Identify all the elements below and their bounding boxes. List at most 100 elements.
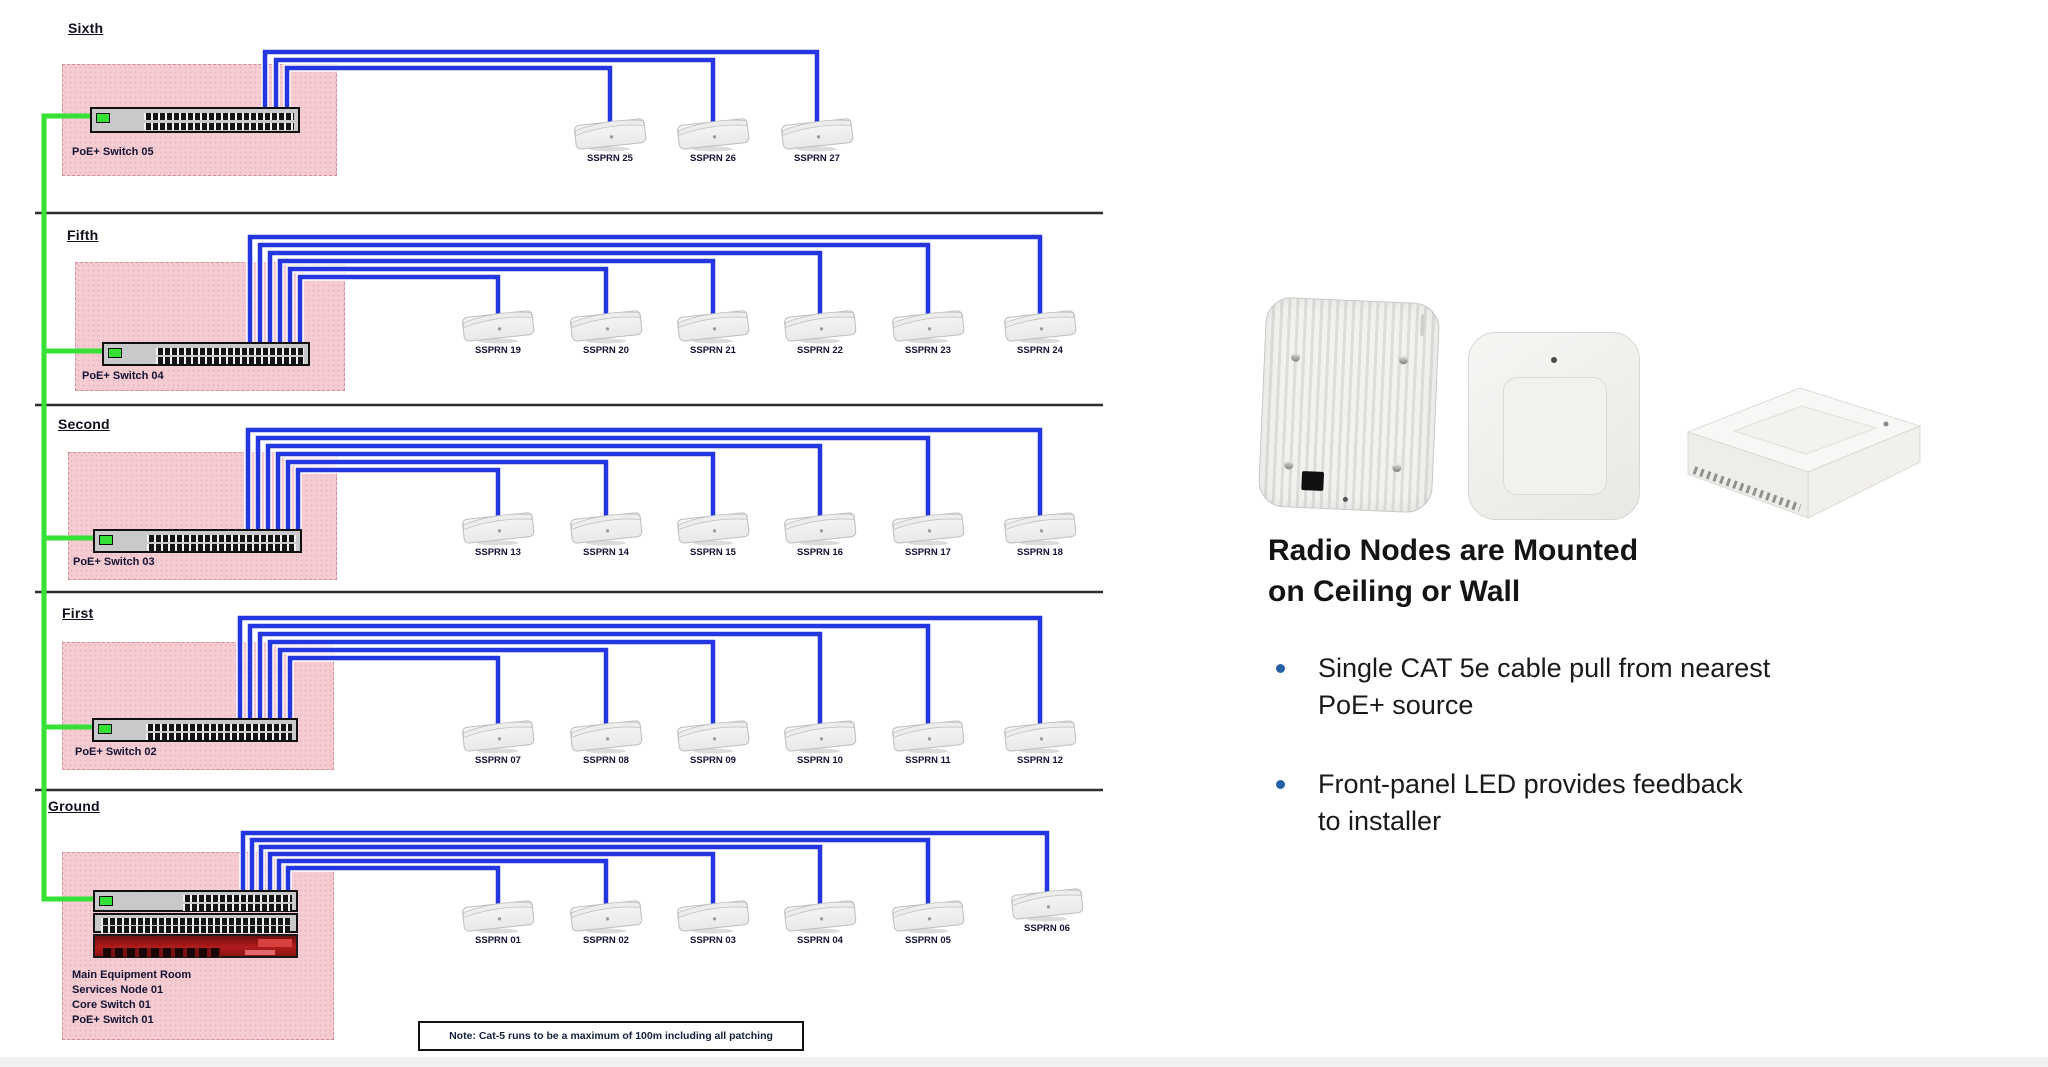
radio-node-icon: [673, 304, 753, 344]
radio-node-label: SSPRN 27: [794, 153, 840, 164]
radio-node-label: SSPRN 07: [475, 755, 521, 766]
radio-node: SSPRN 21: [673, 304, 753, 356]
green-uplink-port: [96, 113, 110, 123]
radio-node-label: SSPRN 04: [797, 935, 843, 946]
radio-node-icon: [673, 894, 753, 934]
radio-node-label: SSPRN 11: [905, 755, 951, 766]
radio-node-label: SSPRN 14: [583, 547, 629, 558]
product-photo-radio-node-perspective: [1686, 387, 1922, 519]
radio-node-icon: [1000, 506, 1080, 546]
radio-node-label: SSPRN 15: [690, 547, 736, 558]
green-uplink-port: [99, 896, 113, 906]
radio-node: SSPRN 17: [888, 506, 968, 558]
radio-node-label: SSPRN 19: [475, 345, 521, 356]
green-uplink-port: [99, 535, 113, 545]
note-text: Note: Cat-5 runs to be a maximum of 100m…: [449, 1030, 773, 1042]
floor-title-first: First: [62, 605, 94, 621]
radio-node-label: SSPRN 01: [475, 935, 521, 946]
radio-node: SSPRN 26: [673, 112, 753, 164]
radio-node-icon: [780, 304, 860, 344]
radio-node-label: SSPRN 12: [1017, 755, 1063, 766]
radio-node-label: SSPRN 06: [1024, 923, 1070, 934]
bullet-text: Single CAT 5e cable pull from nearest Po…: [1318, 653, 1771, 720]
radio-node-icon: [780, 714, 860, 754]
radio-node-label: SSPRN 02: [583, 935, 629, 946]
radio-node: SSPRN 08: [566, 714, 646, 766]
switch-label: PoE+ Switch 05: [72, 146, 154, 158]
poe-switch-04: [102, 342, 310, 366]
radio-node-label: SSPRN 08: [583, 755, 629, 766]
radio-node: SSPRN 22: [780, 304, 860, 356]
radio-node-icon: [780, 506, 860, 546]
switch-label: PoE+ Switch 04: [82, 370, 164, 382]
led-dot: [1342, 496, 1348, 503]
ethernet-port: [1301, 471, 1325, 491]
led-dot: [1883, 421, 1889, 427]
radio-node-icon: [566, 506, 646, 546]
radio-node-icon: [458, 714, 538, 754]
radio-node-icon: [673, 714, 753, 754]
poe-switch-01: [93, 890, 298, 912]
slide-edge: [0, 1057, 2048, 1067]
radio-node: SSPRN 13: [458, 506, 538, 558]
product-photo-radio-node-front: [1468, 332, 1640, 520]
switch-label: PoE+ Switch 03: [73, 556, 155, 568]
radio-node: SSPRN 02: [566, 894, 646, 946]
radio-node-label: SSPRN 21: [690, 345, 736, 356]
radio-node: SSPRN 27: [777, 112, 857, 164]
radio-node-label: SSPRN 16: [797, 547, 843, 558]
radio-node-icon: [566, 714, 646, 754]
bullet-item: Single CAT 5e cable pull from nearest Po…: [1276, 650, 1796, 724]
radio-node-label: SSPRN 10: [797, 755, 843, 766]
radio-node: SSPRN 05: [888, 894, 968, 946]
poe-switch-05: [90, 107, 300, 133]
radio-node-label: SSPRN 05: [905, 935, 951, 946]
floor-title-ground: Ground: [48, 798, 100, 814]
bullet-dot-icon: [1276, 664, 1285, 673]
core-switch-01: [93, 913, 298, 933]
note-box: Note: Cat-5 runs to be a maximum of 100m…: [418, 1021, 804, 1051]
radio-node-label: SSPRN 25: [587, 153, 633, 164]
radio-node: SSPRN 16: [780, 506, 860, 558]
radio-node: SSPRN 14: [566, 506, 646, 558]
led-dot: [1551, 357, 1557, 363]
radio-node-icon: [1000, 714, 1080, 754]
radio-node: SSPRN 24: [1000, 304, 1080, 356]
poe-switch-02: [92, 718, 298, 742]
product-photo-radio-node-rear: [1257, 296, 1441, 514]
radio-node-label: SSPRN 22: [797, 345, 843, 356]
services-node-ports: [103, 948, 221, 957]
faceplate: [1503, 377, 1607, 495]
floor-title-fifth: Fifth: [67, 227, 99, 243]
radio-node-label: SSPRN 03: [690, 935, 736, 946]
services-node-leds: [245, 950, 275, 955]
radio-node-icon: [888, 714, 968, 754]
radio-node-icon: [1000, 304, 1080, 344]
radio-node-icon: [777, 112, 857, 152]
radio-node: SSPRN 01: [458, 894, 538, 946]
radio-node-label: SSPRN 18: [1017, 547, 1063, 558]
radio-node: SSPRN 03: [673, 894, 753, 946]
radio-node: SSPRN 23: [888, 304, 968, 356]
main-equipment-room-labels: Main Equipment Room Services Node 01 Cor…: [72, 969, 192, 1026]
switch-label: PoE+ Switch 02: [75, 746, 157, 758]
radio-node-label: SSPRN 13: [475, 547, 521, 558]
services-node-01: [93, 934, 298, 958]
radio-node: SSPRN 09: [673, 714, 753, 766]
radio-node: SSPRN 06: [1007, 882, 1087, 934]
bullet-dot-icon: [1276, 780, 1285, 789]
radio-node: SSPRN 07: [458, 714, 538, 766]
radio-node-icon: [570, 112, 650, 152]
radio-node: SSPRN 25: [570, 112, 650, 164]
services-node-badge: [258, 939, 292, 947]
mount-slot: [1420, 314, 1426, 337]
poe-switch-03: [93, 529, 302, 553]
bullet-item: Front-panel LED provides feedback to ins…: [1276, 766, 1796, 840]
radio-node-icon: [673, 112, 753, 152]
radio-node-icon: [566, 894, 646, 934]
radio-node: SSPRN 11: [888, 714, 968, 766]
radio-node-icon: [458, 894, 538, 934]
radio-node-label: SSPRN 24: [1017, 345, 1063, 356]
radio-node-icon: [566, 304, 646, 344]
